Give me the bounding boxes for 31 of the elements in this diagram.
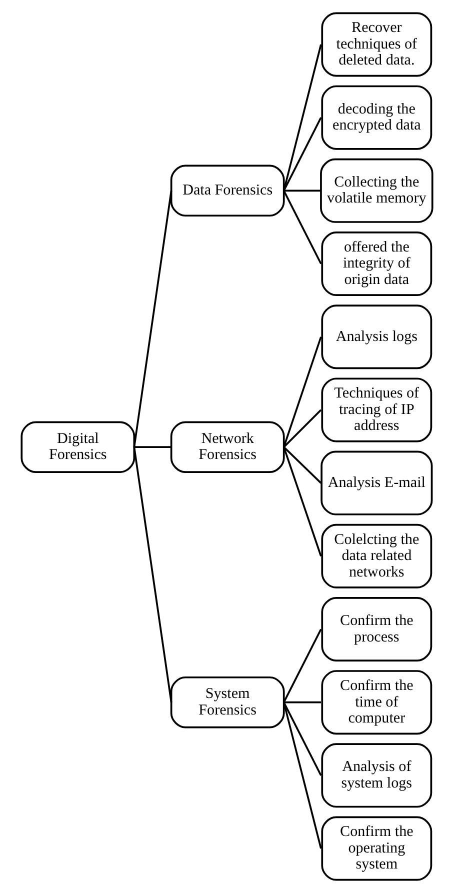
connector [282,446,322,556]
connector [283,190,320,192]
node-box: System Forensics [170,676,284,728]
node-box: Digital Forensics [20,421,135,473]
connector [132,446,172,702]
connector [283,701,320,704]
node-box: Techniques of tracing of IP address [320,378,432,442]
connector [134,446,171,448]
connector [282,44,322,191]
connector [282,117,322,192]
node-box: Confirm the operating system [320,816,432,881]
connector [282,702,322,849]
node-box: Analysis logs [320,304,432,370]
node-box: Confirm the time of computer [320,670,432,735]
node-box: Confirm the process [320,596,432,662]
connector [282,409,322,448]
node-box: Recover techniques of deleted data. [320,12,432,77]
node-box: Collecting the volatile memory [320,158,433,223]
connector [282,446,322,484]
node-box: Colelcting the data related networks [320,524,432,588]
connector [282,628,322,703]
node-box: Network Forensics [170,421,284,473]
connector [282,336,322,448]
node-box: offered the integrity of origin data [320,232,432,296]
node-box: Analysis E-mail [320,450,432,516]
node-box: decoding the encrypted data [320,85,432,150]
connector [282,702,322,776]
node-box: Analysis of system logs [320,743,432,808]
connector [132,190,172,448]
connector [282,190,322,264]
node-box: Data Forensics [170,164,284,217]
